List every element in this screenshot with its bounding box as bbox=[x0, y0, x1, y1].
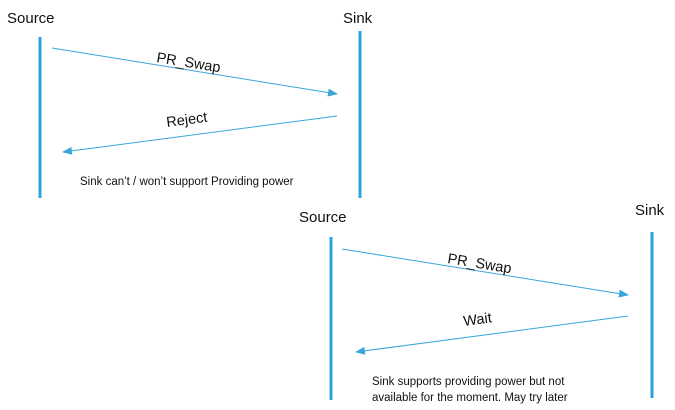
wait-message-label: Wait bbox=[462, 310, 492, 330]
diagram-wait: Source Sink PR_Swap Wait Sink supports p… bbox=[299, 202, 665, 404]
pr-swap-arrow bbox=[51, 47, 338, 97]
reject-arrow bbox=[62, 115, 338, 155]
diagram-reject: Source Sink PR_Swap Reject Sink can’t / … bbox=[7, 10, 373, 198]
source-actor-label: Source bbox=[299, 209, 347, 226]
wait-arrow bbox=[355, 315, 629, 355]
sink-actor-label: Sink bbox=[635, 202, 665, 219]
pr-swap-arrow bbox=[341, 248, 629, 298]
reject-message-label: Reject bbox=[165, 110, 208, 131]
pr-swap-message-label: PR_Swap bbox=[155, 50, 221, 76]
source-actor-label: Source bbox=[7, 10, 55, 27]
pr-swap-message-label: PR_Swap bbox=[446, 251, 512, 277]
wait-note-line-2: available for the moment. May try later bbox=[372, 392, 568, 404]
wait-note-line-1: Sink supports providing power but not bbox=[372, 376, 565, 388]
reject-note: Sink can’t / won’t support Providing pow… bbox=[80, 176, 294, 188]
sink-actor-label: Sink bbox=[343, 10, 373, 27]
